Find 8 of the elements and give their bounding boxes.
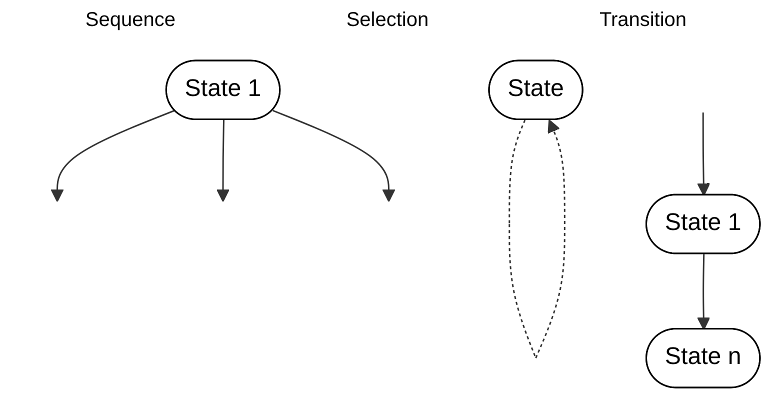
column-heading: Transition	[599, 8, 687, 32]
column-heading: Sequence	[85, 8, 176, 32]
arrow	[697, 254, 710, 330]
arrow	[50, 110, 175, 202]
arrow	[216, 120, 230, 202]
arrow	[272, 110, 396, 202]
column-heading: Selection	[346, 8, 429, 32]
arrow	[697, 112, 710, 196]
